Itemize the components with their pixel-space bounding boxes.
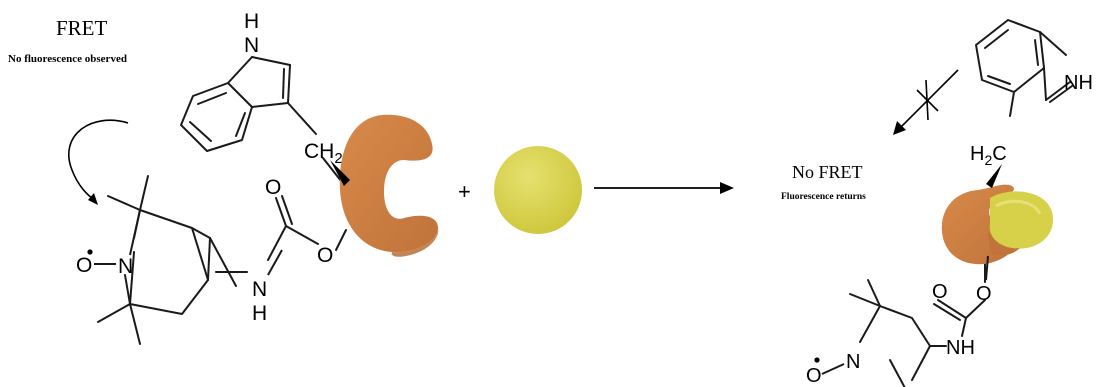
nitroxide-o-label: O [76, 254, 92, 277]
no-fret-title: No FRET [792, 162, 863, 182]
ligand-sphere [494, 146, 582, 234]
plus-operator: + [458, 179, 471, 204]
right-nitroxide-o-label: O [806, 365, 822, 387]
carbonyl-o-label: O [265, 176, 281, 199]
carbamate-bond [267, 249, 283, 276]
right-amide-nh-label: NH [946, 337, 975, 359]
reaction-arrow [594, 182, 734, 194]
indole-h-label: H [244, 10, 259, 33]
energy-transfer-arrow [68, 119, 129, 205]
left-molecule [97, 56, 347, 345]
ring-bond [129, 209, 141, 256]
right-carbonyl-o-label: O [932, 281, 948, 303]
radical-dot [87, 249, 93, 255]
right-radical-dot [814, 357, 820, 363]
left-atom-labels: H N CH2 O N N H O O [76, 10, 343, 325]
blocked-transfer-arrow [893, 69, 959, 135]
protein-ligand-complex [941, 164, 1053, 281]
fret-subtitle: No fluorescence observed [8, 53, 127, 65]
piperidine-n-label: N [118, 255, 133, 278]
indole-n-label: N [244, 34, 259, 57]
right-indole-nh-label: NH [1064, 72, 1093, 94]
right-piperidine-n-label: N [846, 351, 860, 373]
right-h2c-label: H2C [970, 143, 1007, 168]
fret-title: FRET [56, 16, 108, 40]
ester-o-label: O [317, 244, 333, 267]
no-fret-subtitle: Fluorescence returns [781, 192, 866, 202]
right-ester-o-label: O [976, 283, 992, 305]
amide-n-label: N [252, 278, 267, 301]
ch2-label: CH2 [304, 140, 343, 167]
right-molecule [849, 19, 1073, 387]
protein-shape-left [330, 114, 439, 257]
right-atom-labels: NH H2C O O NH N O [806, 72, 1093, 387]
amide-h-label: H [252, 302, 267, 325]
